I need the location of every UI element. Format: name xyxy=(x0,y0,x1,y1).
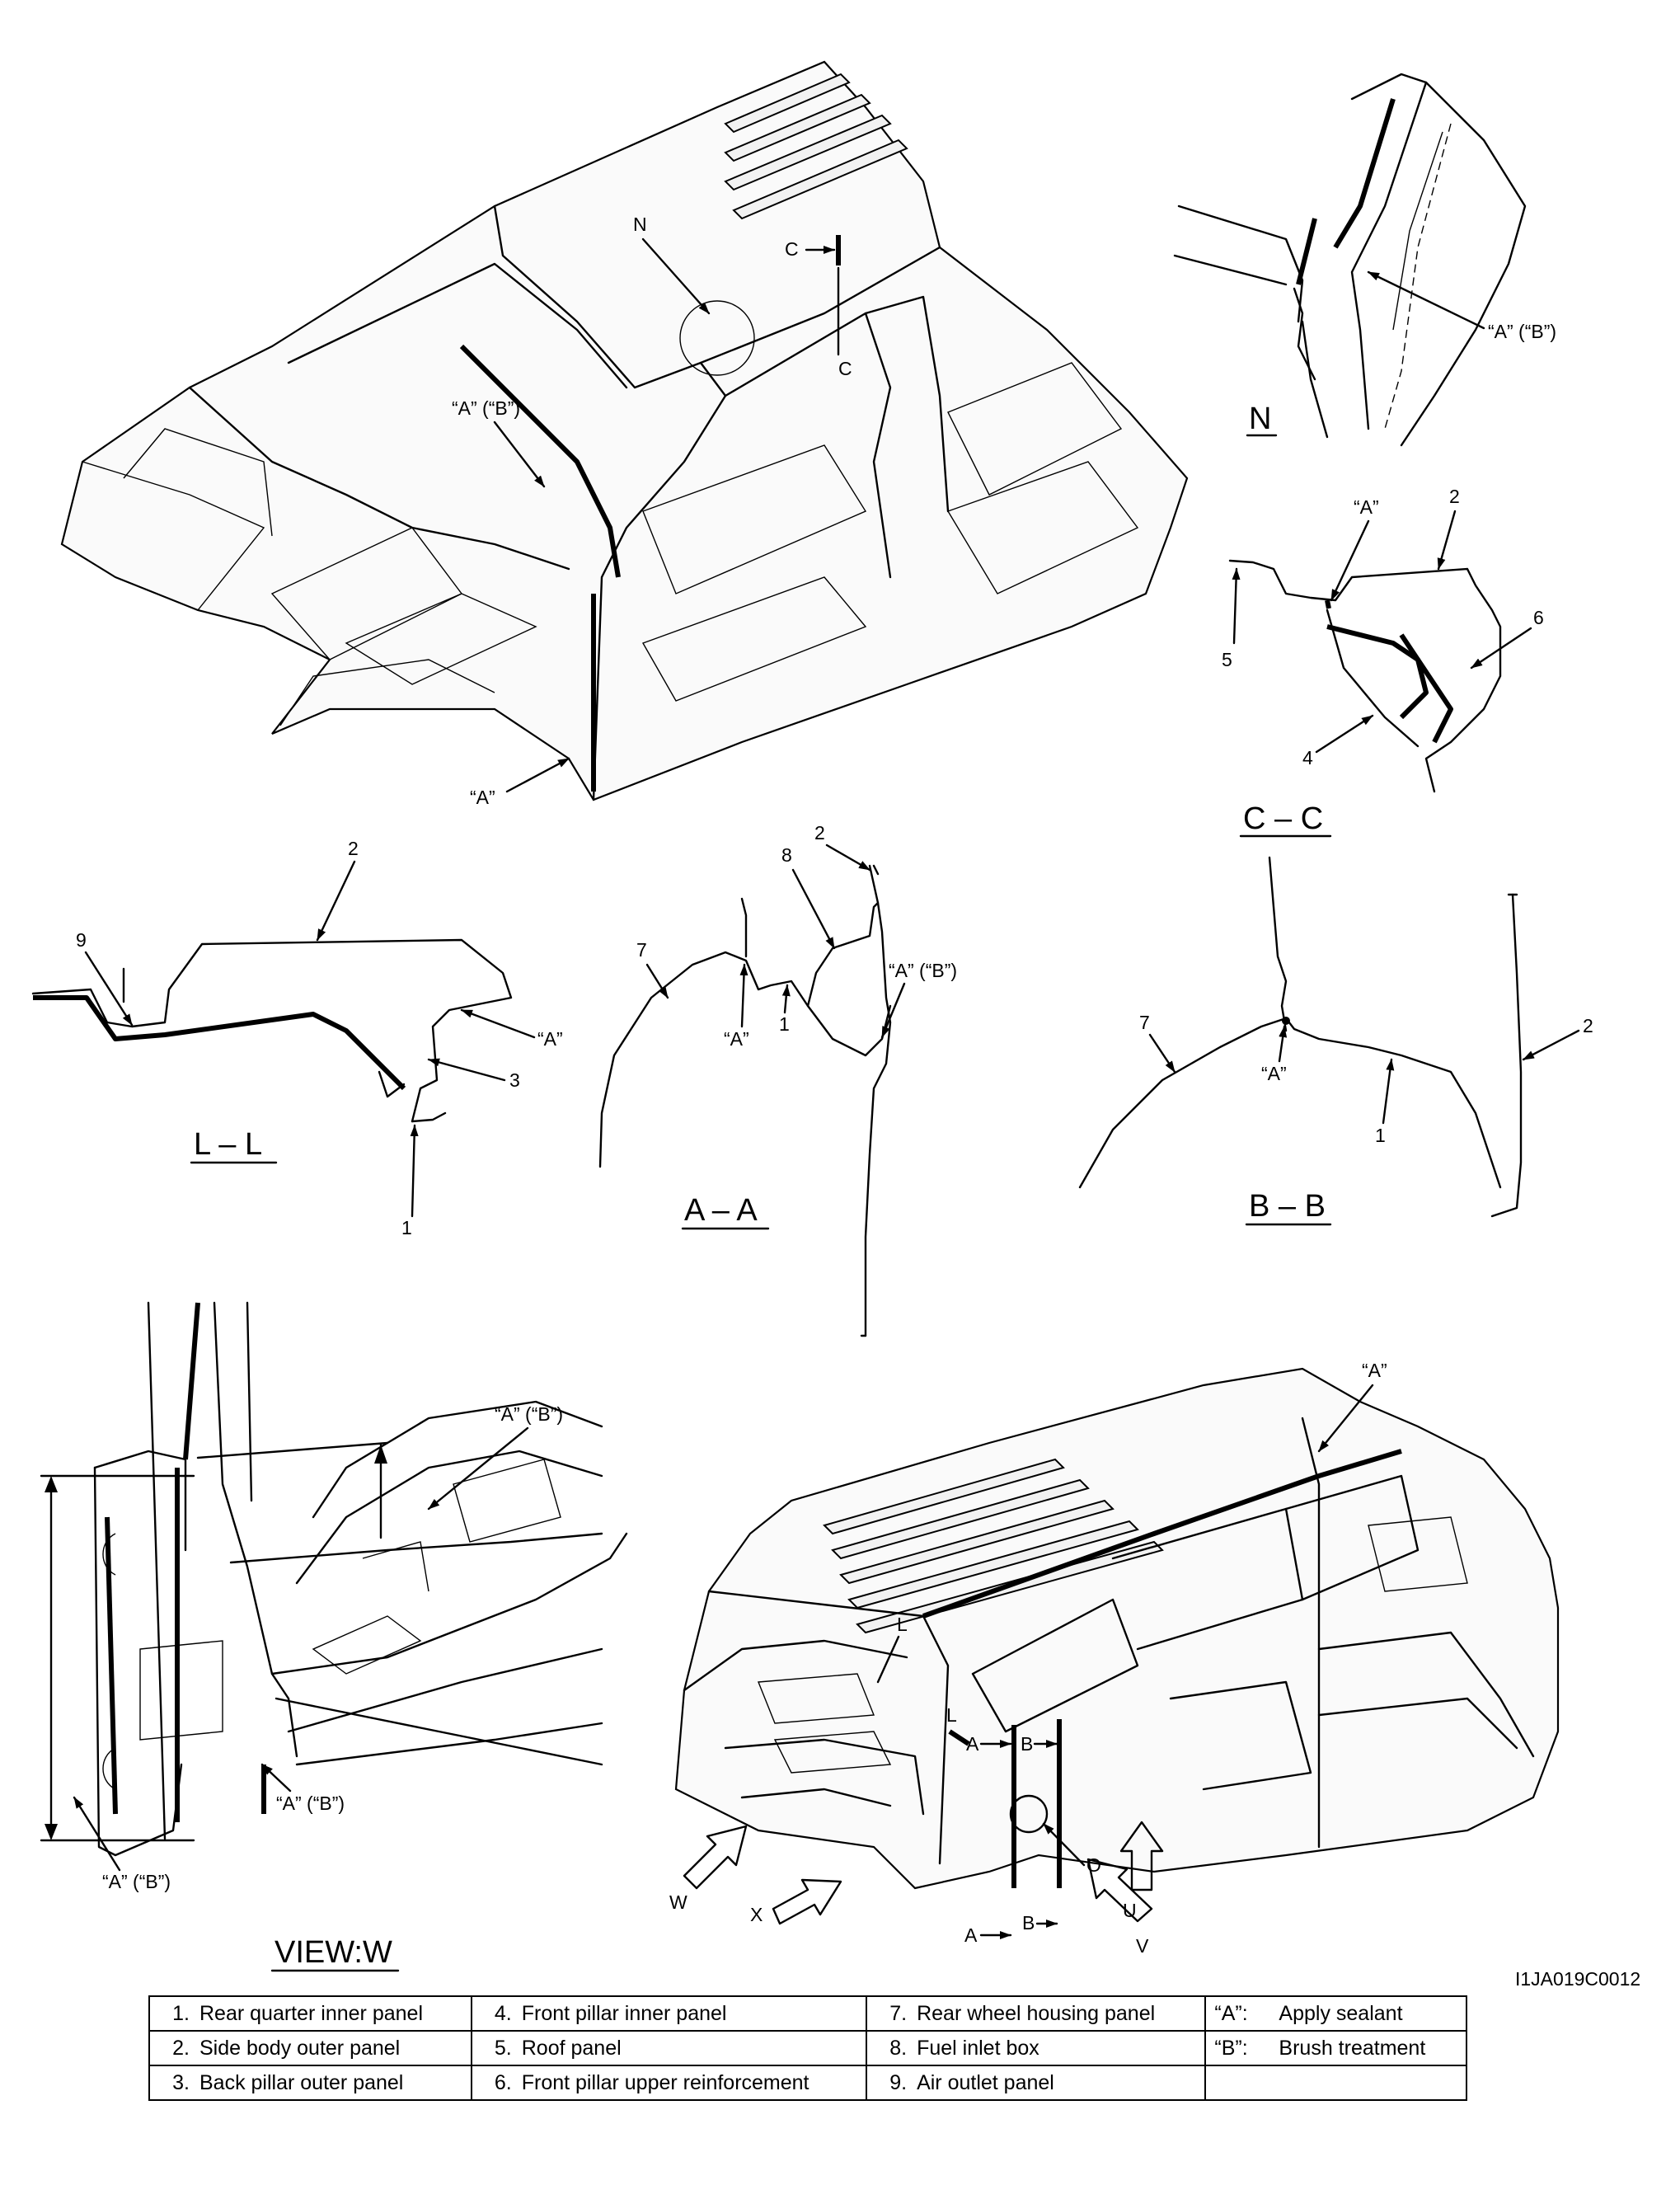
callout-1-ll: 1 xyxy=(401,1217,412,1238)
legend-cell: 7.Rear wheel housing panel xyxy=(866,1995,1207,2032)
view-arrow-v xyxy=(1086,1858,1153,1923)
legend-cell: 6.Front pillar upper reinforcement xyxy=(470,2065,868,2101)
callout-7-bb: 7 xyxy=(1139,1012,1150,1033)
legend-cell: 5.Roof panel xyxy=(470,2030,868,2066)
callout-l-upper: L xyxy=(897,1614,908,1635)
callout-a-ll: “A” xyxy=(537,1028,563,1050)
legend-cell: 3.Back pillar outer panel xyxy=(148,2065,472,2101)
callout-n: N xyxy=(633,214,647,235)
callout-7-aa: 7 xyxy=(636,939,647,961)
view-arrow-w xyxy=(683,1825,748,1890)
callout-a-aa: “A” xyxy=(724,1028,749,1050)
section-a-a-title: A – A xyxy=(684,1193,758,1228)
callout-a-cc: “A” xyxy=(1354,496,1379,518)
callout-2-bb: 2 xyxy=(1583,1015,1593,1036)
front-body-isometric xyxy=(60,60,1189,801)
legend-row: 3.Back pillar outer panel 6.Front pillar… xyxy=(148,2065,1467,2101)
callout-a-front: “A” xyxy=(470,787,495,808)
rear-body-isometric xyxy=(674,1367,1560,1890)
view-arrow-w-label: W xyxy=(669,1891,687,1913)
callout-c-top: C xyxy=(785,238,799,260)
legend-cell xyxy=(1204,2065,1467,2101)
view-w-detail xyxy=(40,1301,628,1857)
callout-a-b-w-mid: “A” (“B”) xyxy=(276,1793,345,1814)
callout-a-b-w-top: “A” (“B”) xyxy=(495,1403,563,1425)
view-arrow-x xyxy=(772,1878,842,1925)
view-arrow-x-label: X xyxy=(750,1904,763,1925)
view-arrow-v-label: V xyxy=(1136,1935,1149,1957)
legend-table: 1.Rear quarter inner panel 4.Front pilla… xyxy=(148,1995,1467,2101)
callout-2-cc: 2 xyxy=(1449,486,1460,507)
figure-code: I1JA019C0012 xyxy=(1515,1968,1640,1990)
callout-a-b-w-left: “A” (“B”) xyxy=(102,1871,171,1892)
section-l-l xyxy=(31,938,513,1123)
legend-row: 1.Rear quarter inner panel 4.Front pilla… xyxy=(148,1995,1467,2032)
legend-cell: “B”:Brush treatment xyxy=(1204,2030,1467,2066)
section-b-b xyxy=(1078,856,1523,1218)
callout-a-upper: A xyxy=(966,1733,979,1755)
callout-a-bb: “A” xyxy=(1261,1063,1287,1084)
legend-cell: 9.Air outlet panel xyxy=(866,2065,1207,2101)
legend-cell: 4.Front pillar inner panel xyxy=(470,1995,868,2032)
section-c-c xyxy=(1228,559,1502,793)
section-c-c-title: C – C xyxy=(1243,801,1323,836)
callout-b-upper: B xyxy=(1021,1733,1033,1755)
legend-cell: “A”:Apply sealant xyxy=(1204,1995,1467,2032)
section-b-b-title: B – B xyxy=(1249,1189,1326,1224)
view-arrow-u-label: U xyxy=(1123,1900,1137,1921)
callout-6-cc: 6 xyxy=(1533,607,1544,628)
section-a-a xyxy=(598,864,892,1337)
callout-l-lower: L xyxy=(946,1704,957,1726)
legend-cell: 2.Side body outer panel xyxy=(148,2030,472,2066)
callout-a-b-n: “A” (“B”) xyxy=(1488,321,1556,342)
legend-row: 2.Side body outer panel 5.Roof panel 8.F… xyxy=(148,2030,1467,2066)
section-l-l-title: L – L xyxy=(194,1127,262,1162)
legend-cell: 1.Rear quarter inner panel xyxy=(148,1995,472,2032)
callout-b-lower: B xyxy=(1022,1912,1035,1934)
callout-8-aa: 8 xyxy=(781,844,792,866)
detail-n xyxy=(1173,73,1527,447)
callout-4-cc: 4 xyxy=(1302,747,1313,768)
callout-5-cc: 5 xyxy=(1222,649,1232,670)
callout-2-ll: 2 xyxy=(348,838,359,859)
callout-3-ll: 3 xyxy=(509,1069,520,1091)
callout-a-lower: A xyxy=(964,1924,978,1946)
view-arrow-u xyxy=(1119,1821,1164,1891)
legend-cell: 8.Fuel inlet box xyxy=(866,2030,1207,2066)
callout-9-ll: 9 xyxy=(76,929,87,951)
callout-c-bottom: C xyxy=(838,358,852,379)
callout-1-bb: 1 xyxy=(1375,1125,1386,1146)
view-w-title: VIEW:W xyxy=(275,1935,392,1970)
callout-a-b-aa: “A” (“B”) xyxy=(889,960,957,981)
callout-1-aa: 1 xyxy=(779,1013,790,1035)
callout-2-aa: 2 xyxy=(814,822,825,843)
section-n-title: N xyxy=(1249,402,1271,436)
roof-ribs xyxy=(724,73,908,220)
callout-a-b-front: “A” (“B”) xyxy=(452,397,520,419)
callout-a-rear: “A” xyxy=(1362,1360,1387,1381)
